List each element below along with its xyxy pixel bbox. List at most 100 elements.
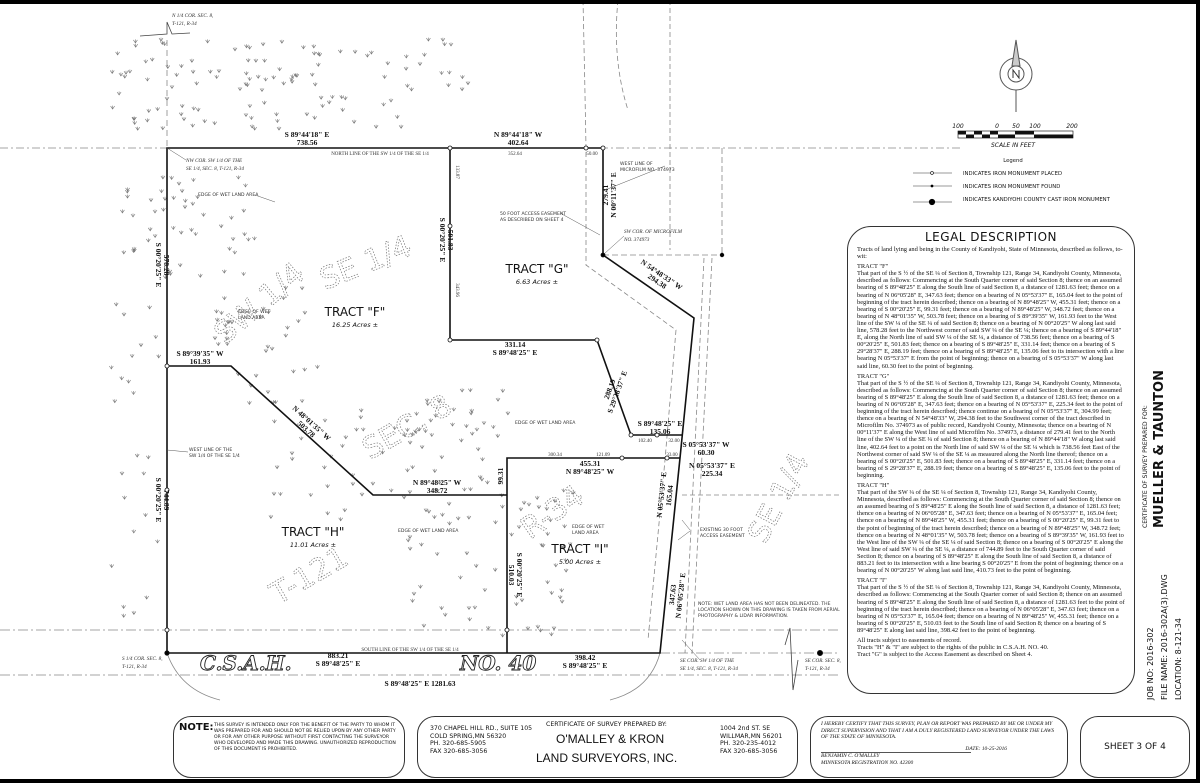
marsh-symbol-icon	[395, 114, 400, 119]
marsh-symbol-icon	[159, 189, 164, 194]
marsh-symbol-icon	[549, 590, 554, 595]
marsh-symbol-icon	[549, 632, 554, 637]
marsh-symbol-icon	[343, 96, 348, 101]
bearing: S 89°48'25" E	[638, 419, 683, 428]
marsh-symbol-icon	[561, 545, 566, 550]
marsh-symbol-icon	[485, 480, 490, 485]
distance: 279.41	[601, 184, 610, 205]
marsh-symbol-icon	[380, 450, 385, 455]
marsh-symbol-icon	[493, 520, 498, 525]
marsh-symbol-icon	[216, 69, 222, 74]
legend: Legend INDICATES IRON MONUMENT PLACED IN…	[913, 158, 1111, 206]
marsh-symbol-icon	[289, 451, 295, 456]
marsh-symbol-icon	[119, 471, 125, 476]
distance: 135.06	[650, 427, 671, 436]
marsh-symbol-icon	[340, 107, 345, 112]
certification-date: DATE: 10-25-2016	[965, 745, 1007, 752]
marsh-symbol-icon	[544, 506, 550, 511]
distance: 352.64	[508, 152, 522, 157]
marsh-symbol-icon	[451, 407, 457, 412]
scale-tick: 200	[1066, 123, 1078, 130]
marsh-symbol-icon	[407, 534, 413, 539]
certification-text: I HEREBY CERTIFY THAT THIS SURVEY, PLAN …	[821, 721, 1055, 741]
marsh-symbol-icon	[268, 514, 274, 519]
callout: SW 1/4 OF THE SE 1/4	[189, 453, 240, 459]
marsh-symbol-icon	[464, 551, 470, 556]
marsh-symbol-icon	[225, 320, 231, 325]
bearing: S 89°48'25" E	[493, 348, 538, 357]
marsh-symbol-icon	[145, 77, 150, 82]
marsh-symbol-icon	[559, 599, 565, 604]
marsh-symbol-icon	[202, 119, 207, 124]
marsh-symbol-icon	[119, 376, 124, 381]
marsh-symbol-icon	[155, 539, 160, 544]
marsh-symbol-icon	[428, 418, 434, 423]
wetland-symbols	[109, 37, 576, 638]
tract-h-acres: 11.01 Acres ±	[290, 541, 336, 549]
marsh-symbol-icon	[411, 591, 417, 596]
marsh-symbol-icon	[223, 323, 228, 328]
marsh-symbol-icon	[272, 419, 277, 424]
marsh-symbol-icon	[156, 354, 161, 359]
marsh-symbol-icon	[214, 309, 219, 314]
marsh-symbol-icon	[360, 427, 366, 432]
marsh-symbol-icon	[146, 108, 152, 113]
monuments	[164, 145, 824, 657]
marsh-symbol-icon	[222, 296, 227, 301]
marsh-symbol-icon	[492, 567, 498, 572]
corner-label: T-121, R-34	[805, 665, 830, 672]
marsh-symbol-icon	[404, 54, 409, 59]
marsh-symbol-icon	[439, 455, 445, 460]
marsh-symbol-icon	[467, 617, 472, 622]
marsh-symbol-icon	[317, 52, 323, 57]
marsh-symbol-icon	[258, 314, 263, 319]
callout: 50 FOOT ACCESS EASEMENT	[500, 211, 566, 217]
marsh-symbol-icon	[131, 391, 136, 396]
marsh-symbol-icon	[505, 411, 511, 416]
bearing: N 89°48'25" W	[413, 478, 462, 487]
marsh-symbol-icon	[115, 51, 120, 56]
marsh-symbol-icon	[161, 207, 166, 212]
marsh-symbol-icon	[298, 436, 304, 441]
distance: 738.56	[297, 138, 318, 147]
marsh-symbol-icon	[131, 116, 137, 121]
address-line: WILLMAR,MN 56201	[720, 732, 783, 740]
marsh-symbol-icon	[289, 456, 295, 461]
marsh-symbol-icon	[563, 558, 568, 563]
marsh-symbol-icon	[143, 513, 148, 518]
marsh-symbol-icon	[432, 515, 437, 520]
marsh-symbol-icon	[205, 39, 210, 44]
marsh-symbol-icon	[417, 61, 423, 66]
cast-iron-monument-icon	[928, 198, 936, 206]
marsh-symbol-icon	[253, 373, 259, 378]
marsh-symbol-icon	[359, 492, 365, 497]
marsh-symbol-icon	[143, 59, 149, 64]
marsh-symbol-icon	[518, 507, 524, 512]
bearing: S 00°20'25" E	[154, 478, 163, 523]
marsh-symbol-icon	[252, 126, 257, 131]
monument-found-icon	[930, 184, 934, 188]
marsh-symbol-icon	[409, 87, 414, 92]
marsh-symbol-icon	[381, 102, 386, 107]
marsh-symbol-icon	[442, 612, 448, 617]
distance: 102.40	[638, 439, 652, 444]
marsh-symbol-icon	[179, 188, 185, 193]
marsh-symbol-icon	[304, 112, 310, 117]
distance: 578.28	[162, 255, 171, 276]
marsh-symbol-icon	[435, 488, 440, 493]
marsh-symbol-icon	[330, 95, 335, 100]
distance: 402.64	[508, 138, 529, 147]
marsh-symbol-icon	[403, 66, 409, 71]
marsh-symbol-icon	[162, 42, 167, 47]
marsh-symbol-icon	[160, 175, 166, 180]
distance: 300.34	[548, 453, 562, 458]
marsh-symbol-icon	[262, 58, 267, 63]
corner-label: SE COR. SEC. 8,	[805, 658, 841, 664]
marsh-symbol-icon	[370, 481, 376, 486]
marsh-symbol-icon	[249, 124, 255, 129]
marsh-symbol-icon	[190, 69, 196, 74]
marsh-symbol-icon	[195, 107, 201, 112]
sheet-number-box: SHEET 3 OF 4	[1080, 716, 1190, 778]
